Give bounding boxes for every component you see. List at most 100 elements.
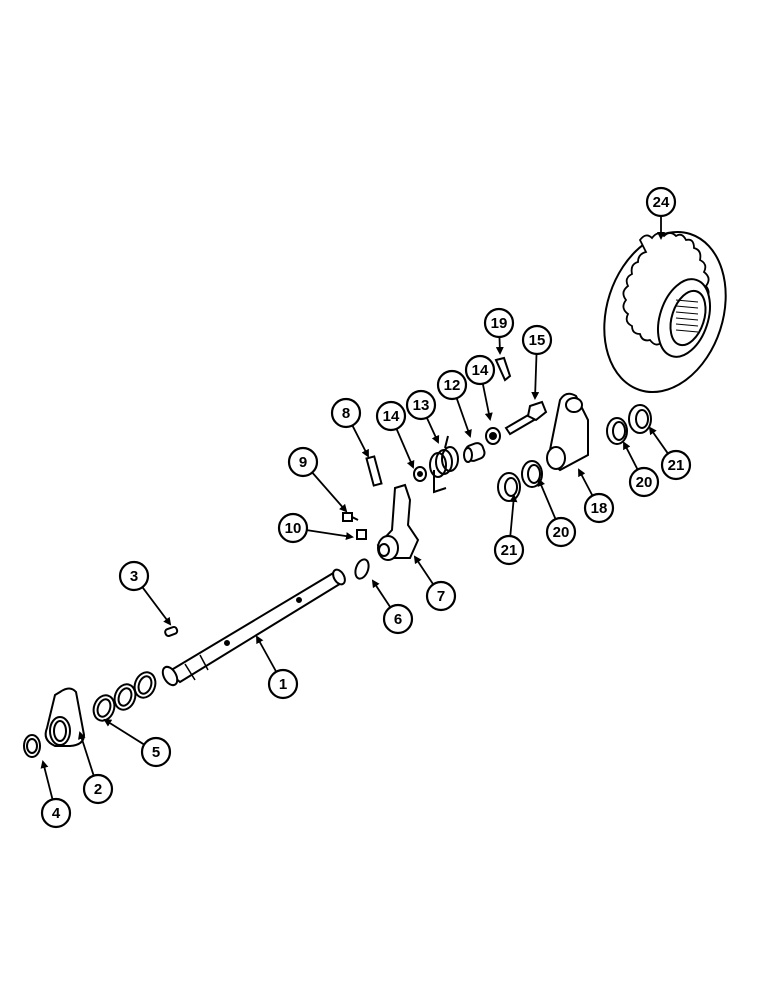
callout-bubble bbox=[82, 773, 114, 805]
washer-part-14a bbox=[413, 466, 427, 482]
callout-bubble bbox=[464, 354, 496, 386]
callout-3: 3 bbox=[118, 560, 172, 626]
callout-number: 13 bbox=[413, 397, 430, 414]
leader-line bbox=[531, 353, 540, 400]
washer-part-14b bbox=[485, 427, 501, 445]
snap-ring-part-4 bbox=[23, 734, 41, 758]
callout-bubble bbox=[628, 466, 660, 498]
callout-18: 18 bbox=[578, 468, 615, 524]
callout-5: 5 bbox=[103, 718, 172, 768]
callout-number: 14 bbox=[472, 362, 489, 379]
callout-4: 4 bbox=[40, 760, 72, 829]
callout-12: 12 bbox=[436, 369, 472, 438]
callout-bubble bbox=[405, 389, 437, 421]
callout-bubble bbox=[436, 369, 468, 401]
callout-8: 8 bbox=[330, 397, 369, 458]
leader-line bbox=[306, 529, 354, 541]
callout-number: 8 bbox=[342, 405, 350, 422]
callout-number: 9 bbox=[299, 454, 307, 471]
callout-bubble bbox=[382, 603, 414, 635]
callout-13: 13 bbox=[405, 389, 440, 444]
callout-20b: 20 bbox=[623, 441, 660, 498]
leader-line bbox=[103, 718, 145, 746]
shaft-part-1 bbox=[161, 568, 346, 687]
grease-fitting-part-19 bbox=[494, 356, 512, 382]
leader-line bbox=[40, 760, 54, 800]
callout-number: 3 bbox=[130, 568, 138, 585]
leader-line bbox=[426, 417, 440, 444]
leader-line bbox=[509, 494, 518, 537]
callout-15: 15 bbox=[521, 324, 553, 400]
callout-number: 20 bbox=[636, 474, 653, 491]
leader-line bbox=[578, 468, 594, 497]
callout-19: 19 bbox=[483, 307, 515, 355]
callout-number: 12 bbox=[444, 377, 461, 394]
callout-number: 19 bbox=[491, 315, 508, 332]
leader-line bbox=[78, 731, 95, 776]
callout-number: 14 bbox=[383, 408, 400, 425]
callout-number: 21 bbox=[501, 542, 518, 559]
callout-bubble bbox=[483, 307, 515, 339]
lever-part-2 bbox=[44, 687, 86, 747]
spring-part-13 bbox=[429, 435, 459, 494]
o-ring-part-6 bbox=[354, 558, 370, 580]
callout-bubble bbox=[140, 736, 172, 768]
leader-line bbox=[623, 441, 639, 470]
callout-bubble bbox=[287, 446, 319, 478]
bolt-part-15 bbox=[504, 400, 548, 436]
callout-24: 24 bbox=[645, 186, 677, 240]
leader-line bbox=[351, 425, 369, 458]
washer-part-20a bbox=[521, 460, 543, 488]
leader-line bbox=[413, 555, 434, 585]
callout-bubble bbox=[583, 492, 615, 524]
seal-part-21b bbox=[628, 404, 652, 434]
leader-line bbox=[371, 579, 392, 608]
callout-number: 24 bbox=[653, 194, 670, 211]
callout-bubble bbox=[375, 400, 407, 432]
callout-number: 2 bbox=[94, 781, 102, 798]
callout-21a: 21 bbox=[493, 494, 525, 566]
callout-number: 4 bbox=[52, 805, 61, 822]
callout-1: 1 bbox=[256, 635, 299, 700]
leader-line bbox=[395, 428, 415, 469]
callout-number: 20 bbox=[553, 524, 570, 541]
key-part-3 bbox=[164, 625, 179, 637]
callout-bubble bbox=[645, 186, 677, 218]
leader-line bbox=[495, 336, 504, 355]
callout-number: 1 bbox=[279, 676, 287, 693]
leader-line bbox=[256, 635, 278, 673]
nut-part-10 bbox=[356, 529, 367, 540]
callout-bubble bbox=[277, 512, 309, 544]
bushing-part-12 bbox=[463, 442, 486, 463]
washers-part-5 bbox=[92, 671, 157, 722]
sprocket-part-24 bbox=[603, 230, 727, 394]
washer-part-20b bbox=[606, 417, 628, 445]
callout-number: 18 bbox=[591, 500, 608, 517]
callout-number: 7 bbox=[437, 588, 445, 605]
callout-bubble bbox=[267, 668, 299, 700]
callout-number: 21 bbox=[668, 457, 685, 474]
pin-part-8 bbox=[365, 455, 383, 487]
callout-number: 10 bbox=[285, 520, 302, 537]
callout-number: 5 bbox=[152, 744, 160, 761]
callout-bubble bbox=[330, 397, 362, 429]
callout-14a: 14 bbox=[375, 400, 415, 469]
callout-bubble bbox=[545, 516, 577, 548]
callout-number: 15 bbox=[529, 332, 546, 349]
callout-2: 2 bbox=[78, 731, 114, 805]
callout-20a: 20 bbox=[537, 478, 577, 548]
leader-line bbox=[481, 383, 493, 421]
callout-number: 6 bbox=[394, 611, 402, 628]
lever-bracket-part-18 bbox=[546, 392, 589, 472]
callout-bubble bbox=[118, 560, 150, 592]
callout-bubble bbox=[521, 324, 553, 356]
callout-bubble bbox=[40, 797, 72, 829]
leader-line bbox=[648, 426, 669, 455]
callout-7: 7 bbox=[413, 555, 457, 612]
leader-line bbox=[311, 471, 348, 513]
callout-14b: 14 bbox=[464, 354, 496, 421]
screw-part-9 bbox=[342, 512, 359, 522]
leader-line bbox=[537, 478, 557, 520]
